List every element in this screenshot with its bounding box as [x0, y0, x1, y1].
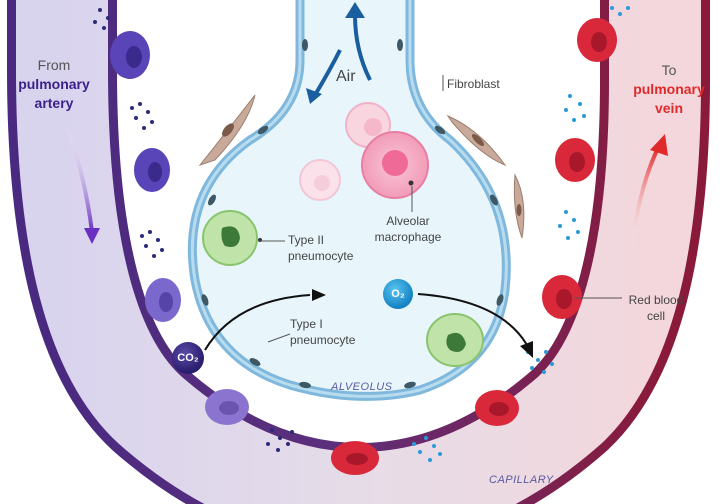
macrophage-line1: Alveolar	[386, 214, 430, 228]
type1-line2: pneumocyte	[290, 333, 356, 347]
o2-dots	[412, 6, 630, 462]
rbc-line1: Red blood	[628, 293, 684, 307]
to-vein: vein	[654, 100, 683, 116]
deoxygenated-rbcs	[110, 31, 249, 425]
from-artery-arrow	[64, 124, 100, 244]
from-word: From	[37, 57, 71, 73]
to-word: To	[661, 62, 677, 78]
rbc-label: Red blood cell	[620, 292, 692, 324]
alveolar-macrophages	[299, 102, 429, 201]
from-pulmonary: pulmonary	[18, 76, 90, 92]
capillary-label: CAPILLARY	[489, 474, 554, 486]
type1-pneumocyte-label: Type I pneumocyte	[290, 316, 355, 348]
leader-lines	[258, 75, 622, 343]
type2-line2: pneumocyte	[288, 249, 354, 263]
oxygenated-rbcs	[331, 18, 617, 475]
type2-line1: Type II	[288, 233, 325, 247]
capillary-lumen	[16, 0, 701, 504]
fibroblast-cells	[198, 94, 525, 239]
to-vein-label: To pulmonary vein	[622, 61, 716, 118]
to-vein-arrow	[630, 134, 668, 251]
to-pulmonary: pulmonary	[633, 81, 705, 97]
co2-badge	[172, 342, 204, 374]
co2-badge-label: CO₂	[177, 352, 199, 364]
co2-dots	[93, 8, 294, 452]
macrophage-line2: macrophage	[374, 230, 442, 244]
from-artery-label: From pulmonary artery	[8, 56, 100, 113]
air-arrows	[306, 2, 372, 104]
type2-pneumocyte-label: Type II pneumocyte	[288, 232, 353, 264]
from-artery: artery	[34, 95, 74, 111]
alveolus-label: ALVEOLUS	[331, 381, 393, 393]
rbc-line2: cell	[646, 309, 665, 323]
gas-exchange-arrows	[204, 289, 533, 358]
type1-nuclei	[201, 39, 504, 389]
fibroblast-label: Fibroblast	[447, 77, 500, 91]
macrophage-label: Alveolar macrophage	[372, 213, 444, 245]
air-label: Air	[336, 68, 356, 85]
o2-badge-label: O₂	[391, 288, 405, 300]
type1-line1: Type I	[290, 317, 323, 331]
o2-badge	[383, 279, 413, 309]
alveolus-space	[192, 0, 507, 397]
type2-pneumocytes	[202, 210, 484, 367]
